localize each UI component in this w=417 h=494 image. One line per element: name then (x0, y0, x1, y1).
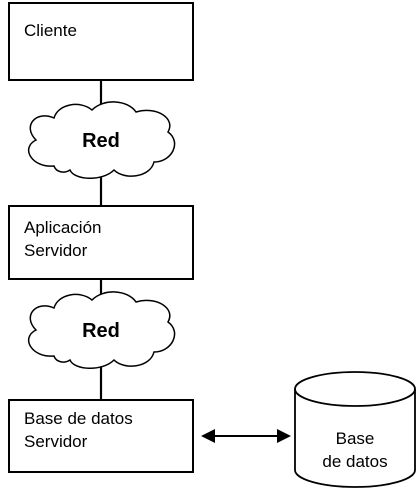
network-label-1: Red (82, 130, 120, 152)
database-cylinder-top (294, 371, 416, 407)
database-label-line2: de datos (322, 452, 387, 471)
client-box (8, 2, 194, 81)
app-server-label-line1: Aplicación (24, 218, 102, 237)
database-label-line1: Base (336, 429, 375, 448)
db-server-label-line1: Base de datos (24, 409, 133, 428)
arrowhead-left (201, 429, 215, 443)
db-server-label-line2: Servidor (24, 432, 88, 451)
network-label-2: Red (82, 320, 120, 342)
arrowhead-right (277, 429, 291, 443)
database-cylinder (294, 389, 416, 488)
db-server-box (8, 399, 194, 473)
network-cloud-2 (28, 291, 176, 369)
client-label: Cliente (24, 21, 77, 40)
app-server-box (8, 205, 194, 280)
network-cloud-1 (28, 101, 176, 179)
app-server-label-line2: Servidor (24, 241, 88, 260)
